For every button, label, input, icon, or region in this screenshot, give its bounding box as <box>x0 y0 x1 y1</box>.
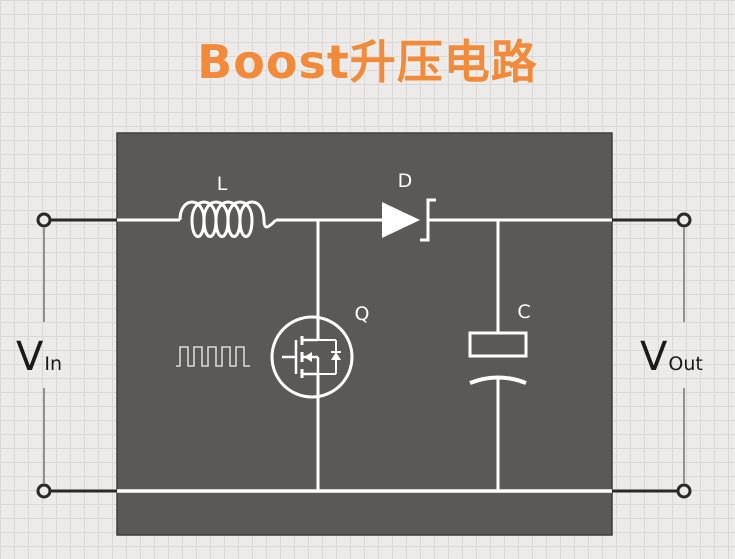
inductor-coil <box>178 200 278 238</box>
vout-subscript: Out <box>668 353 702 375</box>
capacitor-plate-top <box>468 331 528 358</box>
output-terminal-top <box>676 212 692 228</box>
vout-label: VOut <box>640 334 703 380</box>
circuit-panel <box>116 132 613 536</box>
diagram-title: Boost升压电路 <box>197 35 538 89</box>
vin-label: VIn <box>16 334 62 380</box>
vout-main: V <box>640 334 668 380</box>
vin-subscript: In <box>44 353 62 375</box>
diode-triangle <box>382 202 420 238</box>
mosfet-symbol <box>270 315 354 399</box>
capacitor-plate-bottom <box>469 375 527 385</box>
vin-main: V <box>16 334 44 380</box>
pwm-signal-icon <box>176 346 250 367</box>
inductor-label: L <box>217 173 228 195</box>
input-terminal-bottom <box>36 483 52 499</box>
output-terminal-bottom <box>676 483 692 499</box>
capacitor-label: C <box>517 301 530 323</box>
diode-cathode-bar <box>420 198 436 242</box>
input-terminal-top <box>36 212 52 228</box>
diode-label: D <box>398 170 413 192</box>
mosfet-label: Q <box>355 303 370 325</box>
